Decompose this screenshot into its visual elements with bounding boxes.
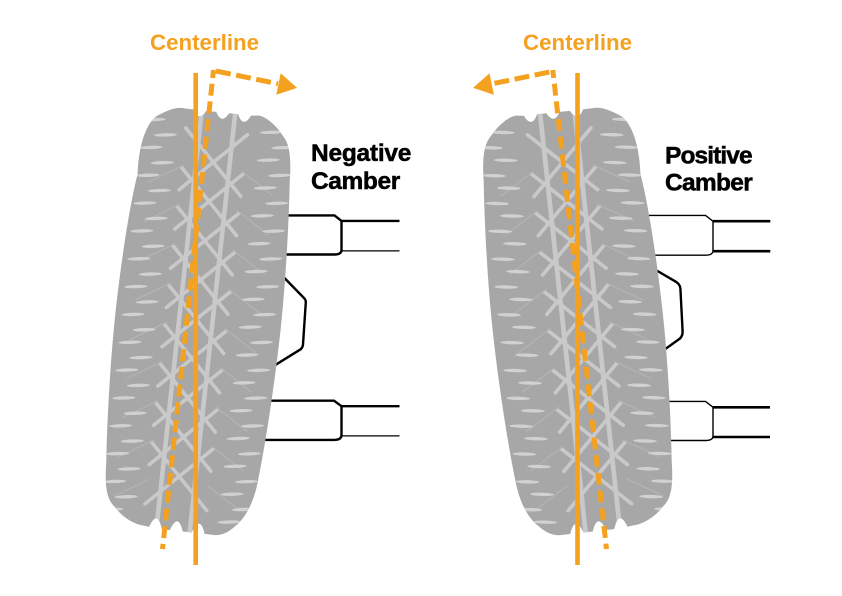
svg-text:Positive: Positive <box>665 142 752 169</box>
svg-text:Camber: Camber <box>311 168 401 195</box>
svg-text:Centerline: Centerline <box>523 30 632 55</box>
svg-text:Centerline: Centerline <box>150 30 259 55</box>
svg-text:Camber: Camber <box>665 169 753 196</box>
svg-text:Negative: Negative <box>311 140 411 167</box>
